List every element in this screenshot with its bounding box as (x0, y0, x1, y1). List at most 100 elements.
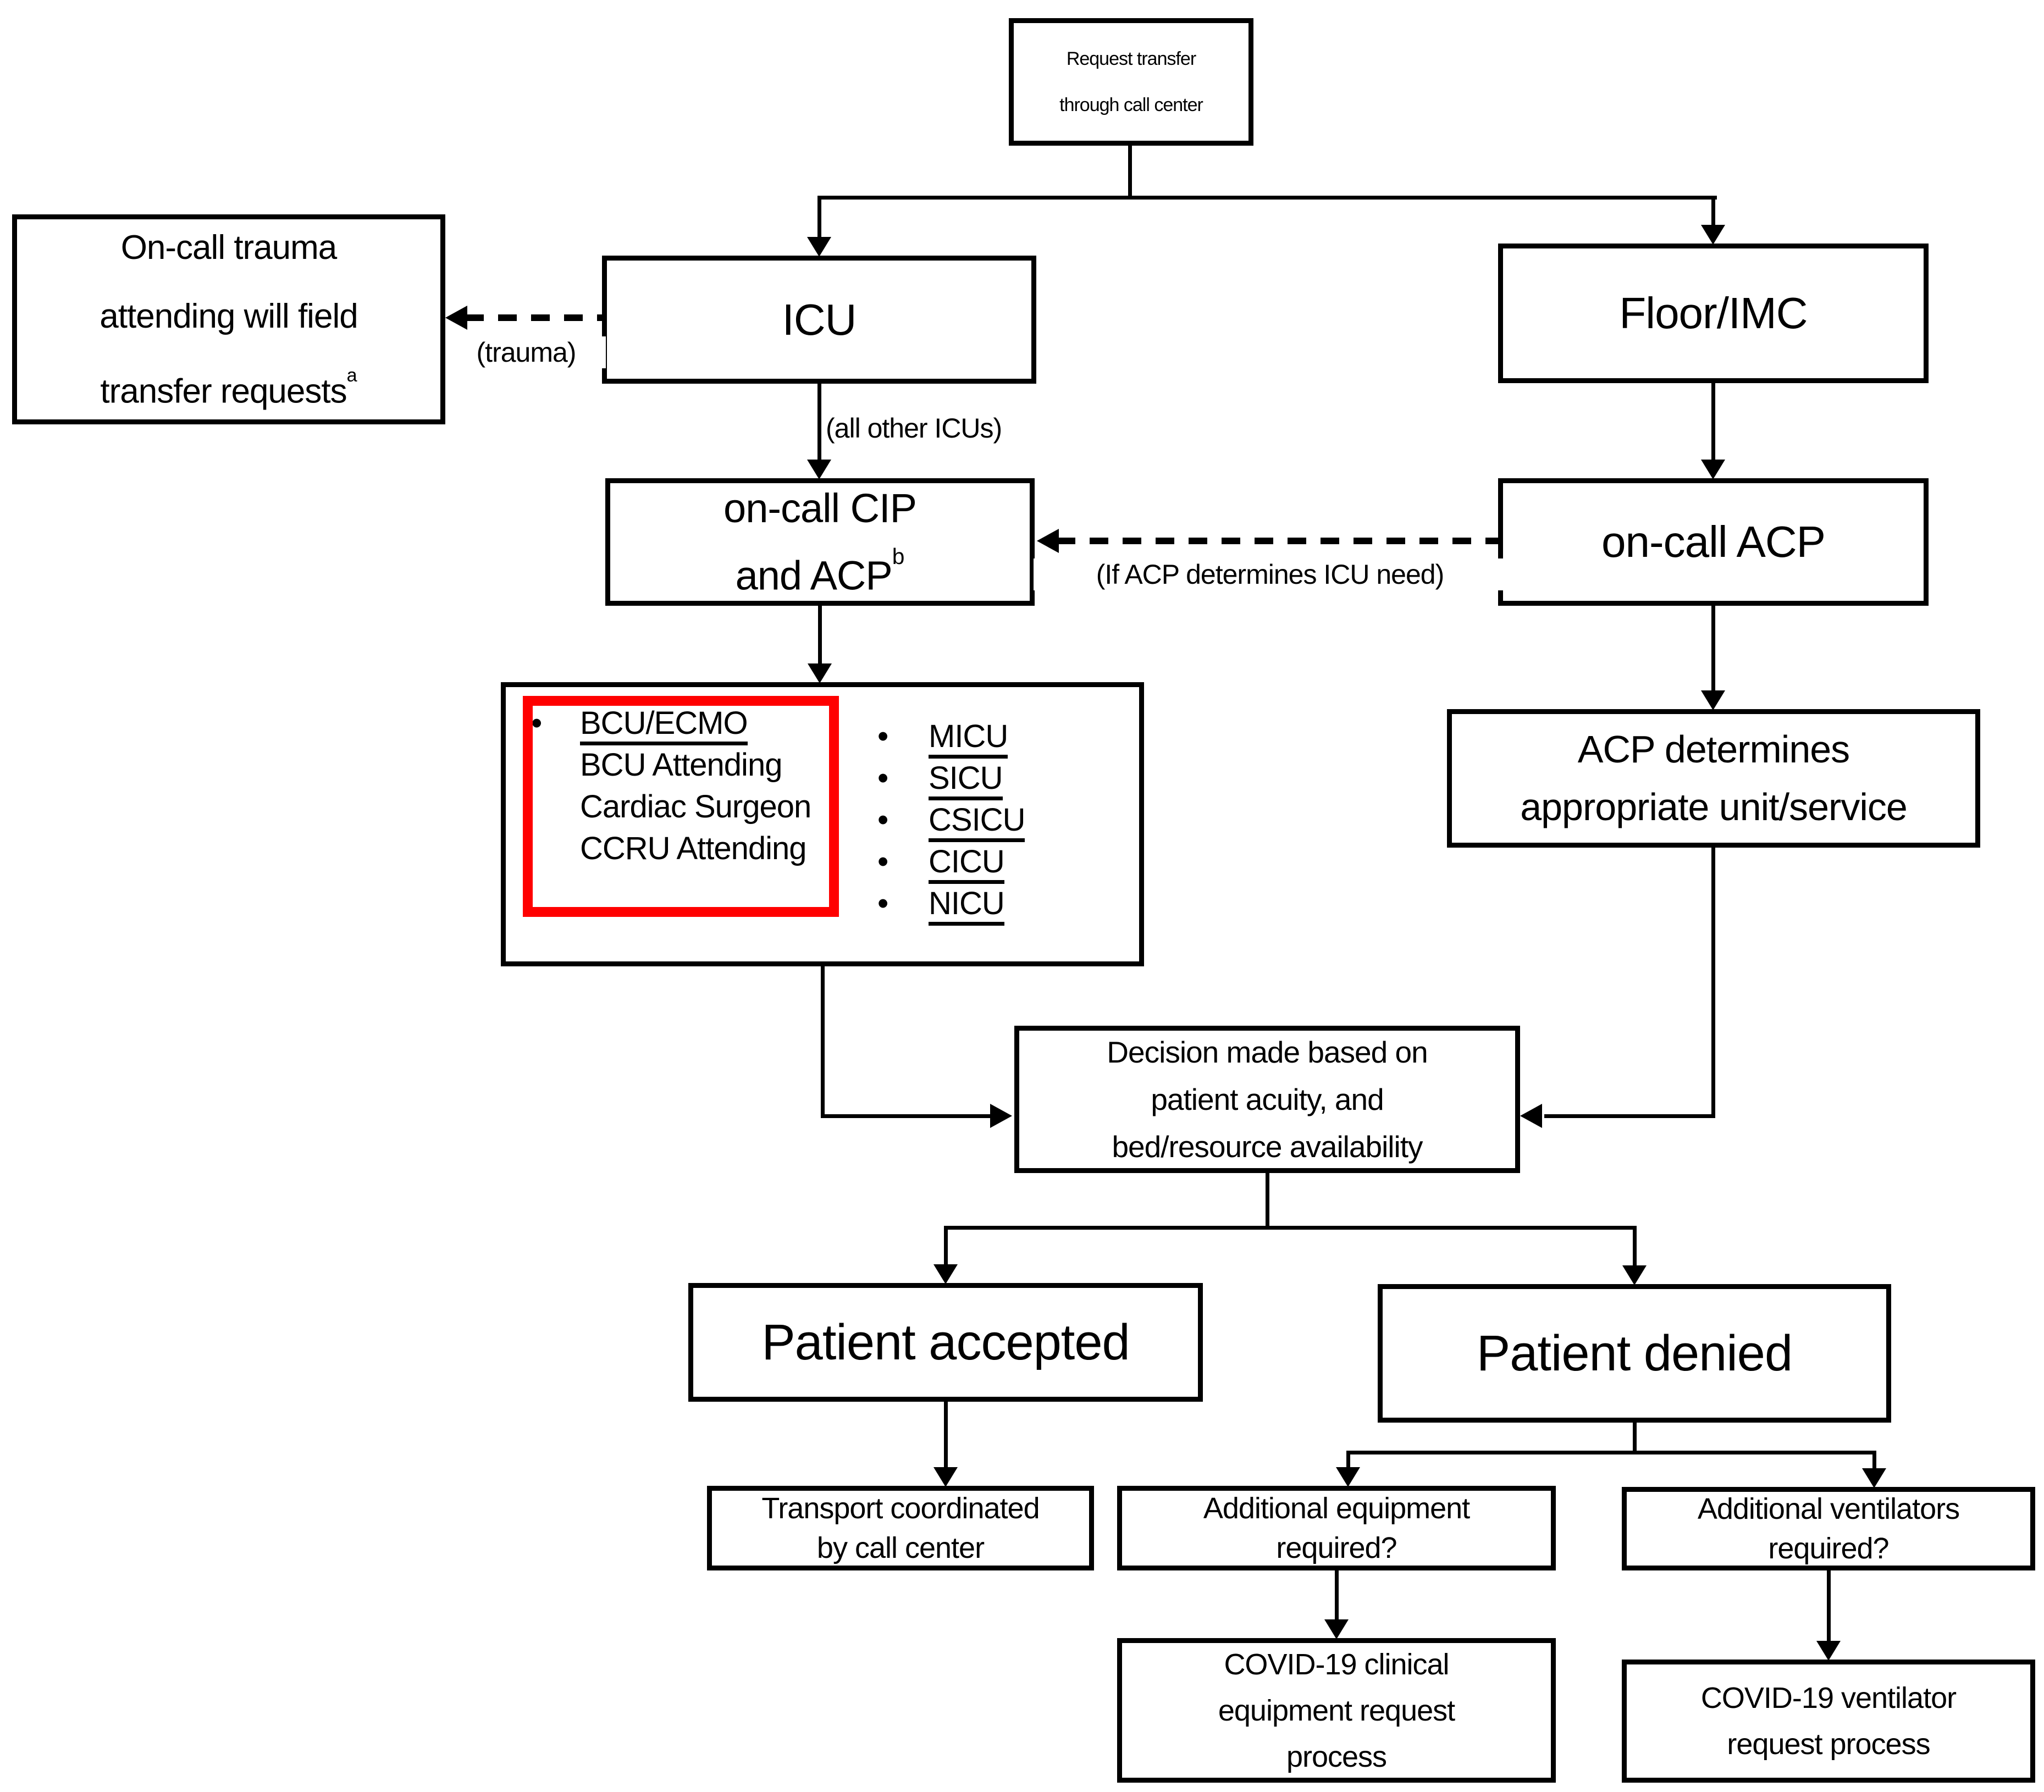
node-decision: Decision made based on patient acuity, a… (1014, 1026, 1520, 1173)
connector-request-stub (1128, 146, 1132, 200)
arrowhead-into-trauma (445, 306, 467, 330)
node-text-line: on-call ACP (1601, 517, 1826, 566)
footnote-b: b (892, 544, 905, 569)
connector-denied-split (1346, 1451, 1876, 1454)
bullet-icon: • (877, 844, 888, 880)
node-text-line: ICU (782, 295, 857, 344)
node-text-line: required? (1768, 1532, 1889, 1565)
node-covid-ventilator-process: COVID-19 ventilator request process (1622, 1660, 2035, 1783)
node-acp-determines: ACP determines appropriate unit/service (1447, 709, 1980, 848)
node-text-line: COVID-19 ventilator (1700, 1682, 1957, 1714)
bullet-icon: • (877, 760, 888, 796)
connector-denied-stub (1633, 1423, 1637, 1454)
node-text-line: required? (1276, 1531, 1397, 1564)
list-item: •NICU (873, 883, 1137, 926)
connector-cip-down (818, 606, 822, 663)
node-text-line: Patient denied (1476, 1325, 1793, 1381)
dashed-arrow-icu-to-trauma (465, 314, 602, 321)
node-text-line: COVID-19 clinical (1224, 1647, 1449, 1681)
list-item: •CSICU (873, 799, 1137, 842)
connector-into-floor (1711, 196, 1715, 225)
arrowhead-into-transport (933, 1467, 958, 1487)
list-item: • BCU/ECMO (527, 703, 813, 745)
bullet-icon: • (531, 705, 542, 741)
footnote-a: a (346, 364, 357, 386)
arrowhead-into-units (808, 663, 832, 683)
arrowhead-into-accepted (933, 1264, 958, 1284)
highlight-red-box (523, 696, 839, 917)
node-text-line: request process (1727, 1728, 1930, 1761)
node-transport: Transport coordinated by call center (707, 1486, 1094, 1570)
connector-acpdet-elbow-v (1711, 848, 1715, 1118)
unit-list-highlighted-group: • BCU/ECMO BCU Attending Cardiac Surgeon… (527, 703, 813, 870)
node-text-line: Additional equipment (1203, 1492, 1470, 1525)
node-text-line: appropriate unit/service (1520, 786, 1908, 828)
bullet-icon: • (877, 718, 888, 754)
connector-into-icu (817, 196, 821, 237)
connector-equipment-covid (1335, 1570, 1339, 1619)
connector-into-ventilators-q (1872, 1451, 1876, 1468)
node-text-line: and ACPb (735, 544, 905, 599)
connector-floor-down (1711, 383, 1715, 460)
connector-icu-down (817, 384, 821, 460)
node-text-line: Decision made based on (1107, 1035, 1428, 1069)
arrowhead-into-covid-equipment (1324, 1619, 1349, 1639)
arrowhead-into-covid-ventilator (1816, 1641, 1841, 1661)
connector-decision-stub (1266, 1173, 1269, 1230)
node-text-line: ACP determines (1577, 728, 1850, 771)
node-text-line: Request transfer (1066, 48, 1196, 69)
connector-accepted-down (944, 1402, 948, 1467)
connector-acp-down (1711, 606, 1715, 690)
node-text-line: process (1286, 1740, 1387, 1773)
list-item: •SICU (873, 757, 1137, 800)
node-text-line: bed/resource availability (1112, 1130, 1423, 1164)
arrowhead-into-ventilators-q (1862, 1468, 1886, 1488)
arrowhead-into-acp-determines (1701, 690, 1725, 710)
node-additional-equipment: Additional equipment required? (1117, 1486, 1556, 1570)
connector-into-denied (1633, 1226, 1637, 1265)
arrowhead-into-cip-dashed (1037, 529, 1059, 553)
connector-units-elbow-h (821, 1114, 990, 1118)
node-patient-denied: Patient denied (1378, 1284, 1891, 1423)
node-text-line: on-call CIP (723, 485, 917, 531)
node-text-line: attending will field (100, 297, 358, 335)
node-covid-equipment-process: COVID-19 clinical equipment request proc… (1117, 1638, 1556, 1783)
bullet-icon: • (877, 802, 888, 838)
connector-ventilator-covid (1827, 1570, 1831, 1641)
arrowhead-into-icu (807, 237, 831, 257)
node-text-line: by call center (816, 1531, 985, 1564)
list-item: BCU Attending (580, 747, 782, 783)
node-unit-list: • BCU/ECMO BCU Attending Cardiac Surgeon… (501, 682, 1144, 966)
node-on-call-cip-acp: on-call CIP and ACPb (605, 478, 1035, 606)
node-text-line: equipment request (1218, 1694, 1455, 1727)
node-on-call-acp: on-call ACP (1498, 478, 1929, 606)
node-request-transfer: Request transfer through call center (1009, 18, 1253, 146)
bullet-icon: • (877, 886, 888, 921)
arrowhead-into-cip (807, 460, 831, 479)
node-text-line: through call center (1059, 95, 1203, 115)
node-text-line: Patient accepted (761, 1314, 1130, 1370)
node-text-line: On-call trauma (120, 228, 338, 267)
list-item: •MICU (873, 716, 1137, 759)
arrowhead-into-equipment-q (1336, 1467, 1360, 1487)
node-icu: ICU (602, 256, 1036, 384)
node-patient-accepted: Patient accepted (688, 1283, 1203, 1402)
list-item: •CICU (873, 841, 1137, 884)
node-text-line: patient acuity, and (1151, 1082, 1384, 1116)
list-item: Cardiac Surgeon (580, 789, 811, 825)
arrowhead-into-denied (1622, 1265, 1647, 1285)
connector-top-split (817, 196, 1717, 200)
connector-into-accepted (944, 1226, 948, 1264)
node-text-line: Additional ventilators (1697, 1492, 1960, 1525)
edge-label-all-other-icus: (all other ICUs) (826, 412, 1002, 444)
arrowhead-into-decision-left (990, 1104, 1012, 1128)
node-text-line: Transport coordinated (761, 1492, 1040, 1525)
dashed-arrow-acp-to-cip (1057, 538, 1498, 544)
unit-list-icu-types: •MICU •SICU •CSICU •CICU •NICU (873, 716, 1137, 926)
arrowhead-into-acp (1701, 460, 1725, 479)
arrowhead-into-decision-right (1520, 1104, 1542, 1128)
node-text-line: transfer requestsa (100, 364, 357, 411)
node-additional-ventilators: Additional ventilators required? (1622, 1487, 2035, 1570)
list-item: CCRU Attending (580, 831, 807, 866)
